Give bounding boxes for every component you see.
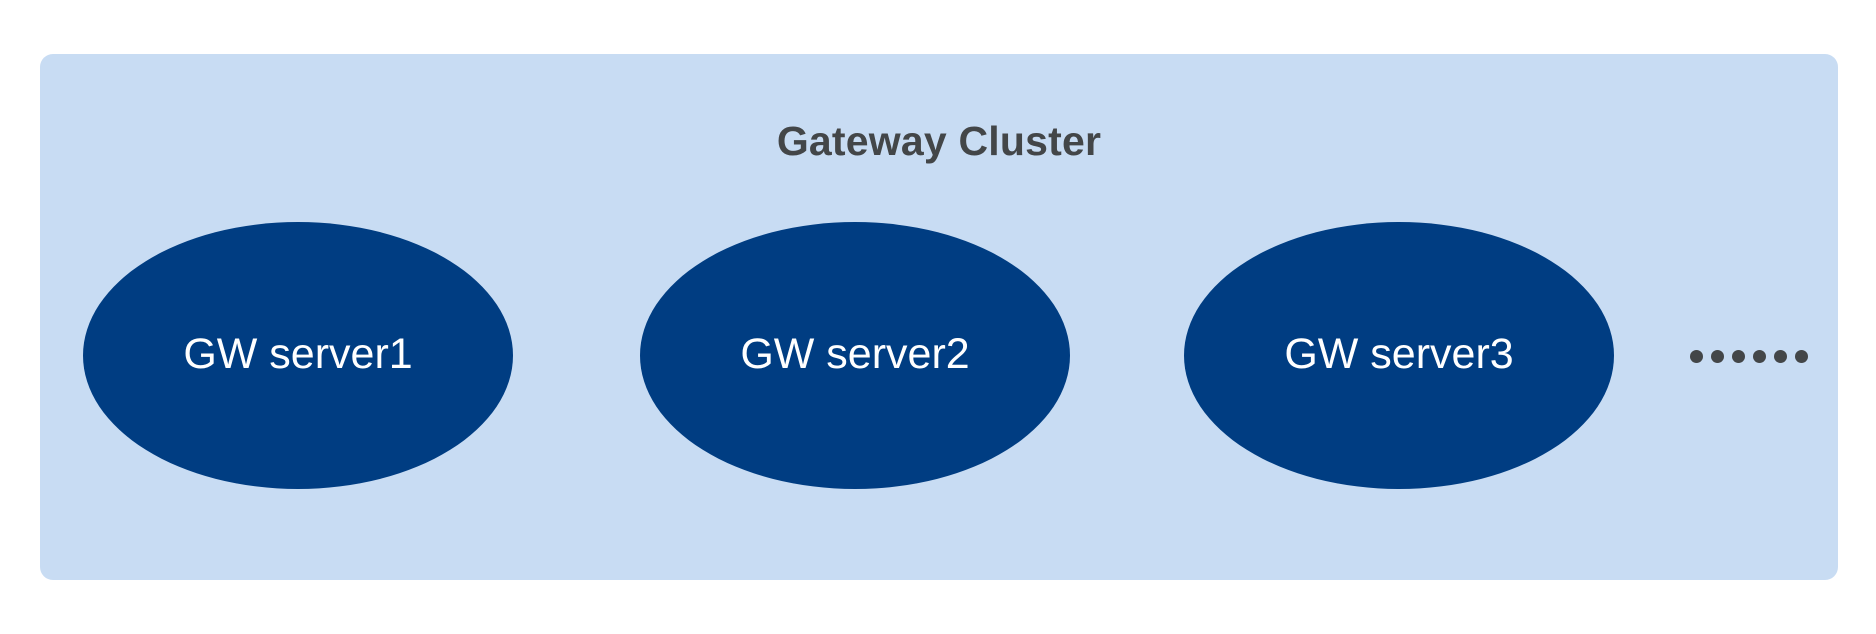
server-node-gw-server1[interactable]: GW server1: [83, 222, 513, 489]
server-node-gw-server3[interactable]: GW server3: [1184, 222, 1614, 489]
server-node-label: GW server1: [183, 330, 413, 378]
gateway-cluster-container: Gateway Cluster GW server1 GW server2 GW…: [40, 54, 1838, 580]
ellipsis-dot: [1690, 349, 1703, 363]
ellipsis-dot: [1753, 349, 1766, 363]
server-node-label: GW server2: [740, 330, 970, 378]
ellipsis-dots-icon: [1690, 342, 1810, 370]
server-node-label: GW server3: [1284, 330, 1514, 378]
cluster-title: Gateway Cluster: [776, 118, 1102, 164]
ellipsis-dot: [1774, 349, 1787, 363]
ellipsis-dot: [1732, 349, 1745, 363]
server-node-gw-server2[interactable]: GW server2: [640, 222, 1070, 489]
ellipsis-dot: [1795, 349, 1808, 363]
ellipsis-dot: [1711, 349, 1724, 363]
